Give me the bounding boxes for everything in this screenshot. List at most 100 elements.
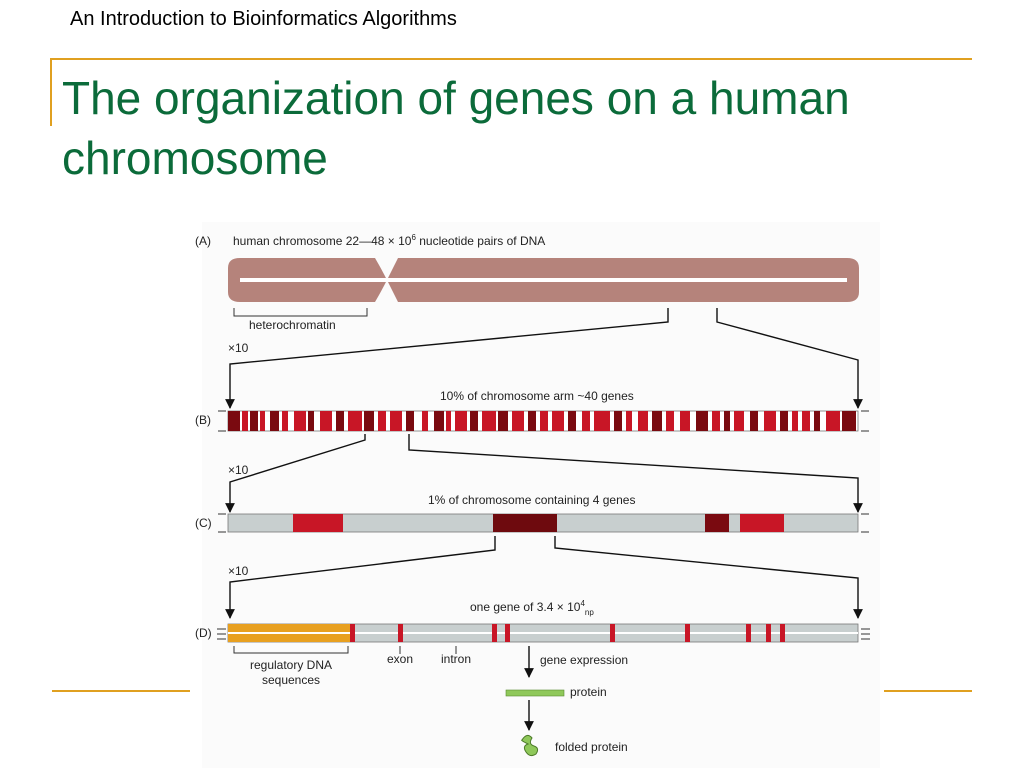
gene-stripe — [552, 411, 564, 431]
zoom-arrow-left-1 — [225, 308, 669, 409]
panel-b-caption: 10% of chromosome arm ~40 genes — [440, 389, 634, 403]
gene-stripe — [652, 411, 662, 431]
gene-stripe — [446, 411, 451, 431]
panel-a-letter: (A) — [195, 234, 211, 248]
gene-stripe — [422, 411, 428, 431]
gene-stripe — [294, 411, 306, 431]
gene-stripe — [568, 411, 576, 431]
gene-stripe — [455, 411, 467, 431]
zoom-arrow-right-1 — [716, 308, 863, 409]
heterochromatin-label: heterochromatin — [249, 318, 336, 332]
exon-mark — [746, 624, 751, 642]
exon-mark — [610, 624, 615, 642]
gene-stripe — [712, 411, 720, 431]
single-gene — [227, 623, 859, 643]
exon-mark — [766, 624, 771, 642]
regulatory-label-1: regulatory DNA — [250, 658, 332, 672]
gene-stripe — [750, 411, 758, 431]
gene-stripe — [764, 411, 776, 431]
folded-protein-icon — [521, 734, 539, 757]
gene-block — [740, 514, 784, 532]
gene-stripe — [814, 411, 820, 431]
zoom-label-1: ×10 — [228, 341, 249, 355]
gene-stripe — [540, 411, 548, 431]
exon-mark — [398, 624, 403, 642]
panel-d-caption: one gene of 3.4 × 104np — [470, 599, 594, 617]
folded-protein-label: folded protein — [555, 740, 628, 754]
chromosome-arm-band — [227, 410, 859, 432]
slide-title: The organization of genes on a human chr… — [62, 72, 850, 184]
exon-mark — [780, 624, 785, 642]
zoom-label-3: ×10 — [228, 564, 249, 578]
panel-d-letter: (D) — [195, 626, 212, 640]
protein-label: protein — [570, 685, 607, 699]
gene-stripe — [336, 411, 344, 431]
gene-stripe — [792, 411, 798, 431]
gene-stripe — [348, 411, 362, 431]
gene-stripe — [512, 411, 524, 431]
left-accent-rule — [50, 58, 52, 126]
gene-stripe — [470, 411, 478, 431]
gene-stripe — [434, 411, 444, 431]
gene-stripe — [734, 411, 744, 431]
gene-block — [493, 514, 557, 532]
gene-stripe — [308, 411, 314, 431]
zoom-arrow-right-2 — [408, 434, 863, 513]
gene-stripe — [250, 411, 258, 431]
chromosome-figure: (A) human chromosome 22—48 × 106 nucleot… — [195, 222, 880, 768]
gene-stripe — [724, 411, 730, 431]
gene-stripe — [364, 411, 374, 431]
panel-c-caption: 1% of chromosome containing 4 genes — [428, 493, 635, 507]
panel-a-caption: human chromosome 22—48 × 106 nucleotide … — [233, 233, 545, 248]
gene-stripe — [594, 411, 610, 431]
gene-stripe — [270, 411, 279, 431]
intron-label: intron — [441, 652, 471, 666]
gene-stripe — [680, 411, 690, 431]
bottom-rule-right — [884, 690, 972, 692]
zoom-arrow-left-3 — [225, 536, 496, 619]
gene-stripe — [780, 411, 788, 431]
exon-label: exon — [387, 652, 413, 666]
bottom-rule-left — [52, 690, 190, 692]
exon-mark — [350, 624, 355, 642]
course-header: An Introduction to Bioinformatics Algori… — [70, 8, 457, 30]
gene-stripe — [614, 411, 622, 431]
gene-stripe — [390, 411, 402, 431]
exon-mark — [685, 624, 690, 642]
gene-stripe — [666, 411, 674, 431]
gene-stripe — [802, 411, 810, 431]
gene-stripe — [582, 411, 590, 431]
panel-b-letter: (B) — [195, 413, 211, 427]
regulatory-bracket — [233, 646, 349, 654]
gene-stripe — [242, 411, 248, 431]
gene-stripe — [378, 411, 386, 431]
figure-background — [202, 222, 880, 768]
gene-stripe — [626, 411, 632, 431]
exon-mark — [492, 624, 497, 642]
chromosome-22 — [228, 258, 859, 302]
zoom-arrow-left-2 — [225, 434, 366, 513]
gene-stripe — [320, 411, 332, 431]
exon-mark — [505, 624, 510, 642]
gene-stripe — [498, 411, 508, 431]
zoom-arrow-right-3 — [554, 536, 863, 619]
panel-c-letter: (C) — [195, 516, 212, 530]
zoom-label-2: ×10 — [228, 463, 249, 477]
protein-bar — [505, 689, 565, 697]
gene-stripe — [482, 411, 496, 431]
gene-stripe — [228, 411, 240, 431]
top-rule — [52, 58, 972, 60]
heterochromatin-bracket — [233, 308, 368, 317]
gene-block — [705, 514, 729, 532]
gene-stripe — [260, 411, 265, 431]
gene-expression-label: gene expression — [540, 653, 628, 667]
gene-block — [293, 514, 343, 532]
gene-stripe — [282, 411, 288, 431]
gene-stripe — [638, 411, 648, 431]
gene-stripe — [826, 411, 840, 431]
gene-stripe — [406, 411, 414, 431]
gene-stripe — [842, 411, 856, 431]
regulatory-label-2: sequences — [262, 673, 320, 687]
four-gene-region — [227, 513, 859, 533]
gene-stripe — [696, 411, 708, 431]
